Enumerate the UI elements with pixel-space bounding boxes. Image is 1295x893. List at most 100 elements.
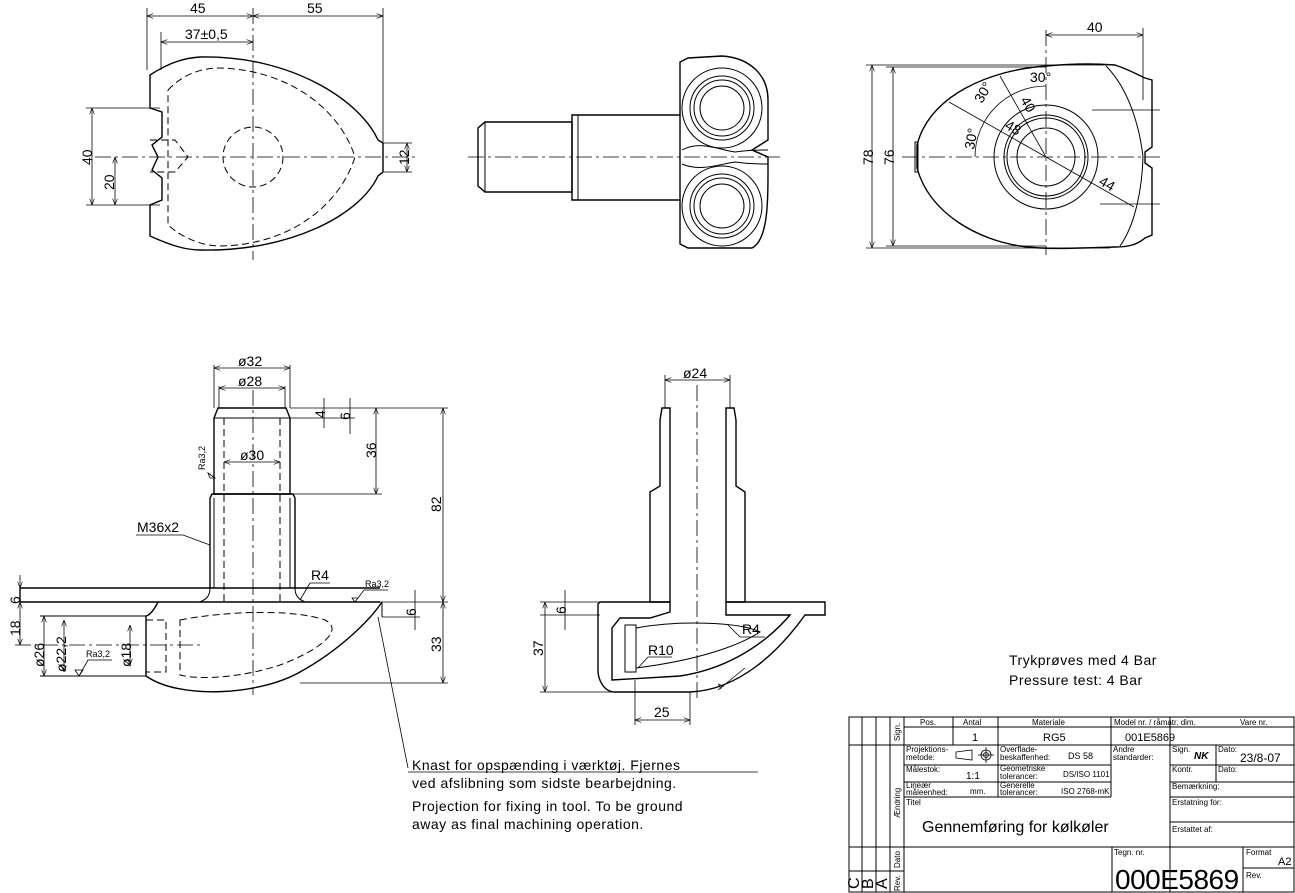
note-en-line2: away as final machining operation.: [412, 816, 644, 832]
erstattet-label: Erstattet af:: [1172, 825, 1213, 834]
dim-4: 4: [312, 410, 328, 418]
geom-value: DS/ISO 1101: [1063, 770, 1110, 779]
lineaer-label-1: Lineær: [906, 781, 931, 790]
dim-6-left: 6: [7, 596, 23, 604]
radius-r4: R4: [311, 567, 329, 583]
rev-a: A: [874, 878, 891, 889]
projektion-label-2: metode:: [906, 753, 935, 762]
radius-44: 44: [1097, 173, 1119, 195]
pressure-test-en: Pressure test: 4 Bar: [1009, 672, 1143, 688]
dim-40: 40: [79, 149, 95, 165]
radius-r4-section: R4: [742, 621, 760, 637]
dim-82: 82: [428, 496, 444, 512]
dim-37: 37: [530, 640, 546, 656]
andre-label-2: standarder:: [1113, 753, 1153, 762]
dim-d24: ø24: [683, 365, 707, 381]
overflade-label-2: beskaffenhed:: [1000, 753, 1050, 762]
dato2-label: Dato:: [1218, 765, 1237, 774]
gen-value: ISO 2768-mK: [1061, 787, 1110, 796]
antal-value: 1: [972, 732, 978, 744]
overflade-value: DS 58: [1068, 751, 1093, 761]
projektion-label-1: Projektions-: [906, 745, 949, 754]
dim-25: 25: [654, 704, 670, 720]
dim-33: 33: [428, 636, 444, 652]
note-en-line1: Projection for fixing in tool. To be gro…: [412, 798, 683, 814]
dim-d26: ø26: [31, 643, 47, 667]
pressure-test-da: Trykprøves med 4 Bar: [1009, 652, 1157, 668]
sign-col-label: Sign.: [893, 723, 902, 741]
radius-48: 48: [1003, 117, 1025, 139]
radius-r10: R10: [648, 642, 674, 658]
roughness-ra32-bore: Ra3,2: [86, 649, 110, 659]
overflade-label-1: Overflade-: [1000, 745, 1038, 754]
bemaerkning-label: Bemærkning:: [1172, 782, 1220, 791]
top-left-view: 45 55 37±0,5 40 20 12: [79, 0, 415, 260]
dim-76: 76: [881, 149, 897, 165]
vare-label: Vare nr.: [1240, 718, 1267, 727]
format-value: A2: [1278, 856, 1291, 868]
dato-value: 23/8-07: [1240, 751, 1281, 765]
materiale-label: Materiale: [1032, 718, 1065, 727]
maalestok-label: Målestok:: [906, 765, 940, 774]
sign-field-label: Sign.: [1172, 745, 1190, 754]
note-da-line2: ved afslibning som sidste bearbejdning.: [412, 775, 677, 791]
format-label: Format: [1246, 848, 1272, 857]
erstatning-label: Erstatning for:: [1172, 798, 1222, 807]
rev-b: B: [860, 878, 877, 889]
dim-36: 36: [363, 442, 379, 458]
dim-37: 37±0,5: [185, 26, 228, 42]
thread-label: M36x2: [137, 519, 179, 535]
projection-method-symbol-icon: [955, 747, 994, 763]
pos-label: Pos.: [920, 718, 936, 727]
titel-value: Gennemføring for kølkøler: [922, 819, 1109, 836]
roughness-ra32-flange: Ra3,2: [365, 579, 389, 589]
tegn-label: Tegn. nr.: [1114, 848, 1145, 857]
dim-6-top: 6: [337, 412, 353, 420]
tegn-value: 000E5869: [1115, 864, 1239, 893]
rev2-label: Rev.: [1246, 871, 1262, 880]
roughness-ra32-tube: Ra3,2: [197, 446, 207, 470]
model-label: Model nr. / råmatr. dim.: [1114, 718, 1196, 727]
maalestok-value: 1:1: [966, 771, 980, 782]
rev-c: C: [846, 877, 863, 889]
dim-18: 18: [7, 620, 23, 636]
radius-40: 40: [1017, 94, 1039, 116]
model-value: 001E5869: [1125, 732, 1175, 744]
aendring-label: Ændring: [893, 788, 902, 818]
dim-d30: ø30: [240, 447, 264, 463]
dim-40-top: 40: [1087, 19, 1103, 35]
dim-55: 55: [307, 0, 323, 16]
title-block: C B A Sign. Ændring Dato Rev. Pos. Antal…: [846, 716, 1295, 893]
rev-col-label: Rev.: [893, 875, 902, 891]
dim-4-section: 4: [715, 682, 726, 691]
dim-d18: ø18: [118, 643, 134, 667]
angle-30-left: 30°: [961, 127, 980, 151]
lineaer-value: mm.: [970, 787, 986, 796]
geom-label-2: tolerancer:: [1000, 772, 1038, 781]
dim-6-section: 6: [553, 606, 569, 614]
top-right-view: 30° 30° 30° 40 48 44 40 78 76: [860, 19, 1160, 255]
gen-label-2: tolerancer:: [1000, 788, 1038, 797]
dim-d28: ø28: [238, 373, 262, 389]
dato-col-label: Dato: [893, 851, 902, 868]
kontr-label: Kontr.: [1172, 765, 1193, 774]
dim-d32: ø32: [238, 353, 262, 369]
antal-label: Antal: [963, 718, 981, 727]
dim-6-flange: 6: [403, 608, 419, 616]
geom-label-1: Geometriske: [1000, 764, 1046, 773]
dim-20: 20: [101, 174, 117, 190]
angle-30-top: 30°: [1030, 69, 1051, 85]
note-da-line1: Knast for opspænding i værktøj. Fjernes: [412, 757, 681, 773]
andre-label-1: Andre: [1113, 745, 1135, 754]
titel-label: Titel: [906, 798, 921, 807]
materiale-value: RG5: [1043, 732, 1066, 744]
section-view: ø24 6 37 25 R10 R4 4: [530, 365, 826, 725]
sign-value: NK: [1194, 751, 1209, 762]
dim-d22-2: ø22,2: [53, 636, 69, 672]
bottom-left-view: ø32 ø28 ø30 4 6 36 82 33 6 M36x2 R4 Ra3,…: [7, 353, 448, 769]
top-middle-view: [468, 55, 780, 249]
gen-label-1: Generelle: [1000, 781, 1035, 790]
dim-12: 12: [396, 149, 412, 165]
dim-45: 45: [190, 0, 206, 16]
